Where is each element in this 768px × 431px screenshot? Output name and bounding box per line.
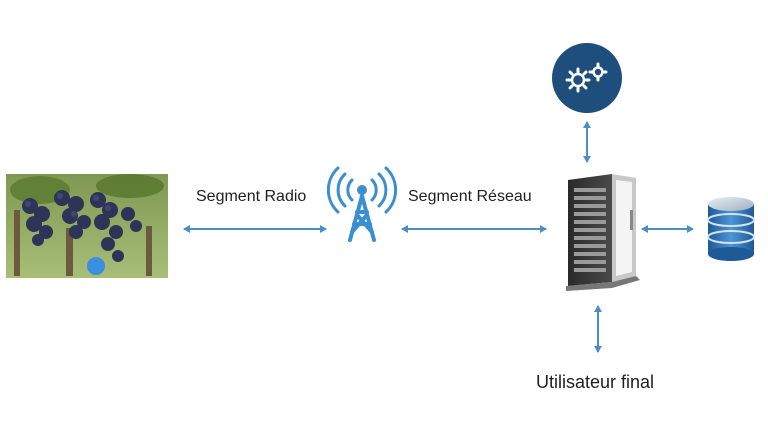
radio-antenna-icon xyxy=(326,166,398,242)
connection-arrows xyxy=(183,121,694,353)
radio-segment-label: Segment Radio xyxy=(196,188,307,205)
vineyard-photo-icon xyxy=(6,174,168,278)
gears-icon xyxy=(552,43,622,113)
network-segment-label: Segment Réseau xyxy=(408,188,532,205)
database-icon xyxy=(707,197,755,261)
end-user-label: Utilisateur final xyxy=(536,372,655,392)
sensor-node-icon xyxy=(87,257,105,275)
server-rack-icon xyxy=(566,174,640,291)
